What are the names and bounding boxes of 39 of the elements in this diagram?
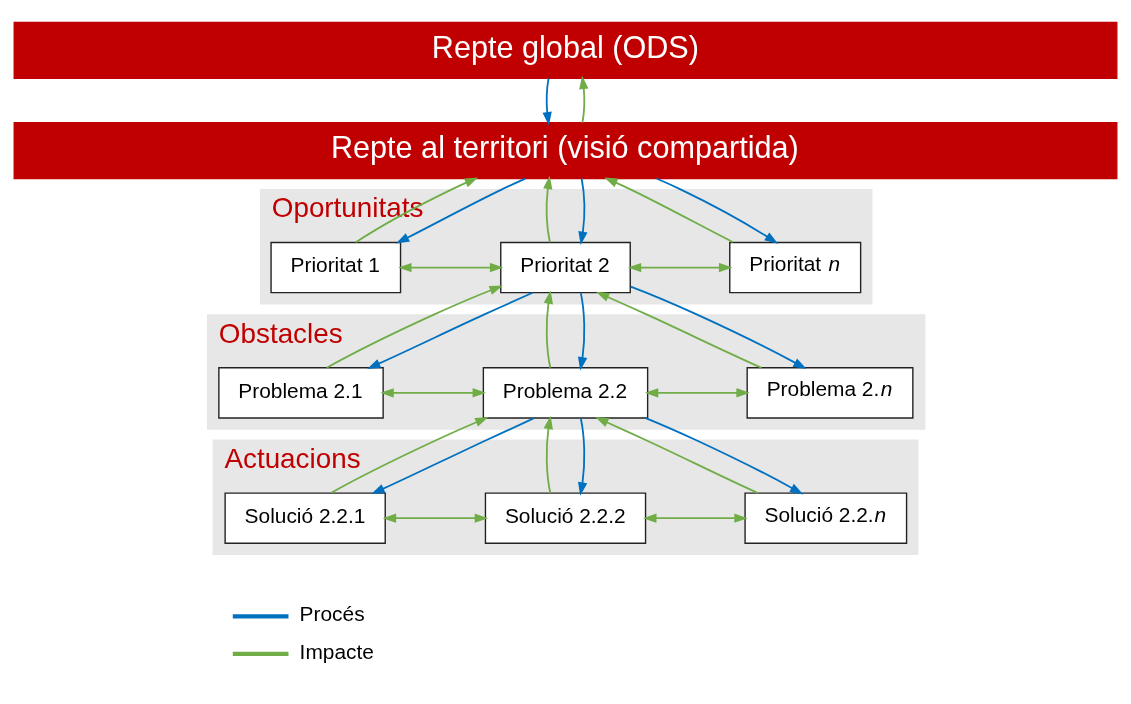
arrow (542, 77, 552, 125)
arrow (579, 75, 589, 124)
arrow (367, 291, 534, 369)
node-box: Repte global (ODS) (13, 21, 1118, 79)
arrow (604, 176, 734, 243)
node-box: Prioritat 1 (270, 241, 402, 293)
arrow (595, 291, 763, 369)
node-box: Repte al territori (visió compartida) (13, 121, 1118, 179)
node-box: Prioritat 2 (500, 241, 631, 293)
arrow (643, 512, 748, 523)
arrow (543, 415, 553, 494)
legend-label: Procés (299, 601, 365, 625)
arrow (655, 177, 778, 244)
node-box: Prioritat n (729, 241, 862, 293)
node-box: Solució 2.2.n (744, 491, 908, 544)
arrow (380, 387, 486, 398)
arrow (325, 285, 503, 369)
arrow (371, 416, 535, 494)
node-box: Problema 2.1 (218, 366, 384, 419)
arrow (627, 262, 733, 272)
arrow (382, 512, 489, 523)
arrow (595, 416, 759, 494)
arrow (629, 285, 807, 369)
arrow (398, 262, 504, 272)
arrow (644, 387, 750, 398)
arrow (330, 416, 489, 494)
node-box: Problema 2.2 (482, 366, 649, 419)
arrow (577, 417, 588, 496)
arrow (577, 291, 588, 370)
arrow (543, 290, 553, 369)
legend-label: Impacte (299, 639, 374, 663)
arrow (395, 177, 527, 244)
arrow (543, 175, 553, 243)
node-box: Solució 2.2.2 (484, 491, 647, 544)
arrow (644, 416, 804, 494)
arrow (354, 177, 479, 243)
node-box: Solució 2.2.1 (224, 491, 386, 544)
node-box: Problema 2.n (746, 366, 914, 419)
arrow (578, 177, 588, 245)
